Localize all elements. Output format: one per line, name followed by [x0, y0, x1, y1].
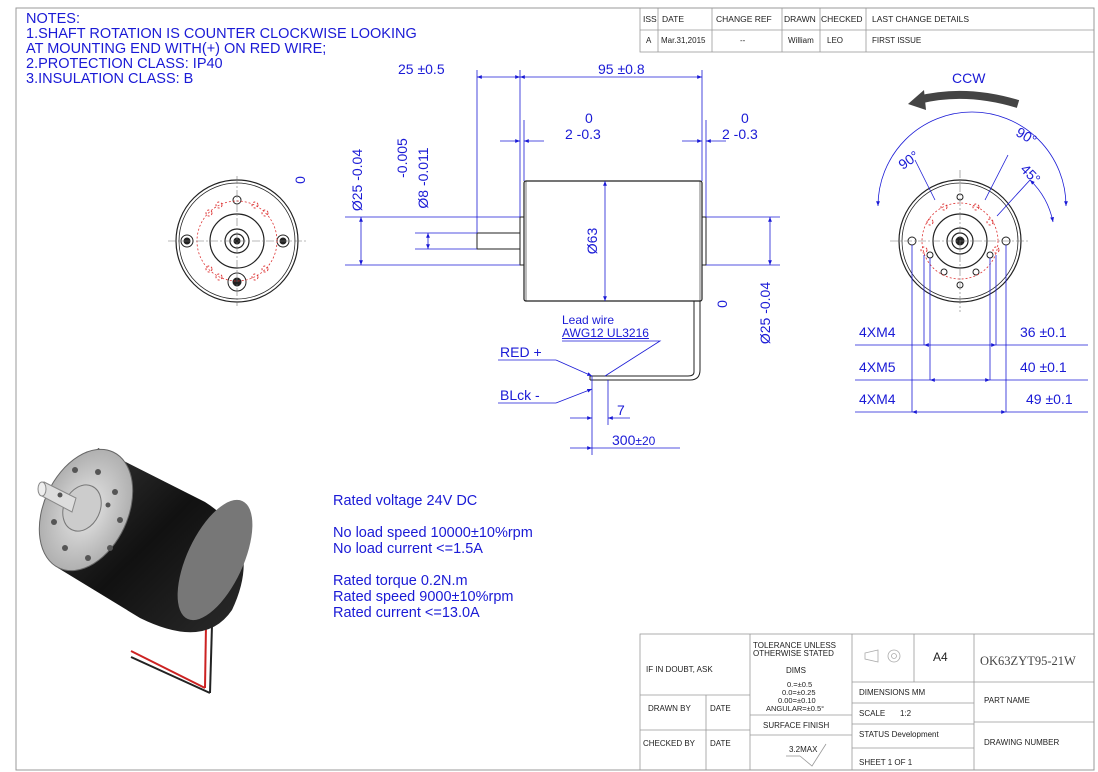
tb-dimensions-unit: DIMENSIONS MM	[859, 688, 926, 697]
tb-scale-value: 1:2	[900, 709, 912, 718]
notes-block: NOTES: 1.SHAFT ROTATION IS COUNTER CLOCK…	[26, 12, 417, 87]
spec-rated-voltage: Rated voltage 24V DC	[333, 493, 478, 509]
hole-thread-2: 4XM5	[859, 359, 896, 375]
dim-rear-boss-dia-top: 0	[713, 300, 730, 308]
tb-sheet: SHEET 1 OF 1	[859, 758, 913, 767]
rev-header-date: DATE	[662, 14, 685, 24]
tb-tolerance-head2: OTHERWISE STATED	[753, 649, 834, 658]
tb-if-in-doubt: IF IN DOUBT, ASK	[646, 665, 713, 674]
dim-wire-length-tol: ±20	[635, 434, 656, 448]
spec-rated-current: Rated current <=13.0A	[333, 605, 480, 621]
title-block-grid	[639, 633, 1095, 771]
black-wire-label: BLck -	[500, 387, 540, 403]
lead-wire-spec: AWG12 UL3216	[562, 326, 649, 340]
dim-shaft-dia: Ø8 -0.011	[415, 147, 431, 209]
rev-cell-date: Mar.31,2015	[661, 36, 706, 45]
rev-cell-change-ref: --	[740, 36, 746, 45]
spec-no-load-current: No load current <=1.5A	[333, 541, 483, 557]
tb-date1: DATE	[710, 704, 731, 713]
rev-header-checked: CHECKED	[821, 14, 863, 24]
spec-no-load-speed: No load speed 10000±10%rpm	[333, 525, 533, 541]
dim-shaft-dia-top: -0.005	[394, 138, 410, 178]
dim-front-boss-tol-top: 0	[585, 110, 593, 126]
note-line: AT MOUNTING END WITH(+) ON RED WIRE;	[26, 41, 327, 57]
dim-rear-boss-tol-bottom: 2 -0.3	[722, 126, 758, 142]
tb-surface-finish: SURFACE FINISH	[763, 721, 830, 730]
hole-thread-1: 4XM4	[859, 324, 896, 340]
rev-cell-drawn: William	[788, 36, 814, 45]
dim-wire-length: 300±20	[612, 432, 655, 448]
note-line: 1.SHAFT ROTATION IS COUNTER CLOCKWISE LO…	[26, 26, 417, 42]
rear-end-view	[890, 170, 1030, 312]
red-wire-label: RED +	[500, 344, 542, 360]
dim-boss-dia-top: 0	[291, 176, 308, 184]
tb-angular: ANGULAR=±0.5°	[766, 704, 825, 713]
tb-dims: DIMS	[786, 666, 806, 675]
dim-wire-length-value: 300	[612, 432, 636, 448]
tb-sheet-size: A4	[933, 650, 948, 664]
dim-shaft-length: 25 ±0.5	[398, 61, 445, 77]
dim-body-dia: Ø63	[584, 227, 600, 255]
rotation-direction: CCW	[952, 70, 986, 86]
motor-3d-render	[37, 448, 253, 694]
rev-header-iss: ISS	[643, 14, 657, 24]
tb-date2: DATE	[710, 739, 731, 748]
dim-rear-boss-dia: Ø25 -0.04	[757, 281, 773, 345]
rev-cell-checked: LEO	[827, 36, 844, 45]
dim-body-length: 95 ±0.8	[598, 61, 645, 77]
projection-symbol	[864, 649, 901, 663]
tb-drawing-number: DRAWING NUMBER	[984, 738, 1060, 747]
spec-rated-torque: Rated torque 0.2N.m	[333, 573, 468, 589]
hole-pcd-1: 36 ±0.1	[1020, 324, 1067, 340]
spec-rated-speed: Rated speed 9000±10%rpm	[333, 589, 514, 605]
tb-part-name: PART NAME	[984, 696, 1030, 705]
dim-rear-boss-tol-top: 0	[741, 110, 749, 126]
front-end-view	[168, 176, 306, 306]
tb-part-number: OK63ZYT95-21W	[980, 654, 1076, 668]
note-line: 3.INSULATION CLASS: B	[26, 71, 194, 87]
tb-tol3: 0.00=±0.10	[778, 696, 816, 705]
rev-header-details: LAST CHANGE DETAILS	[872, 14, 969, 24]
tb-drawn-by: DRAWN BY	[648, 704, 691, 713]
dim-boss-dia: Ø25 -0.04	[349, 148, 365, 212]
side-view	[476, 180, 707, 381]
hole-thread-3: 4XM4	[859, 391, 896, 407]
note-line: 2.PROTECTION CLASS: IP40	[26, 56, 223, 72]
rev-cell-details: FIRST ISSUE	[872, 36, 922, 45]
rev-header-drawn: DRAWN	[784, 14, 816, 24]
tb-finish-value: 3.2MAX	[789, 745, 818, 754]
hole-pcd-2: 40 ±0.1	[1020, 359, 1067, 375]
finish-symbol	[786, 743, 827, 767]
tb-status: STATUS Development	[859, 730, 939, 739]
tb-checked-by: CHECKED BY	[643, 739, 696, 748]
rev-cell-iss: A	[646, 36, 652, 45]
lead-wire-label: Lead wire	[562, 313, 615, 327]
notes-heading: NOTES:	[26, 11, 80, 27]
tb-tolerance-head1: TOLERANCE UNLESS	[753, 641, 836, 650]
ccw-arrow	[917, 90, 1020, 108]
dim-strip-length: 7	[617, 402, 625, 418]
revision-table-grid	[639, 7, 1095, 53]
tb-scale-label: SCALE	[859, 709, 886, 718]
motor-specs: Rated voltage 24V DC No load speed 10000…	[333, 493, 533, 621]
sheet-border	[15, 7, 1095, 771]
hole-pcd-3: 49 ±0.1	[1026, 391, 1073, 407]
dim-front-boss-tol-bottom: 2 -0.3	[565, 126, 601, 142]
tb-tol1: 0.=±0.5	[787, 680, 813, 689]
rev-header-change-ref: CHANGE REF	[716, 14, 772, 24]
tb-tol2: 0.0=±0.25	[782, 688, 816, 697]
